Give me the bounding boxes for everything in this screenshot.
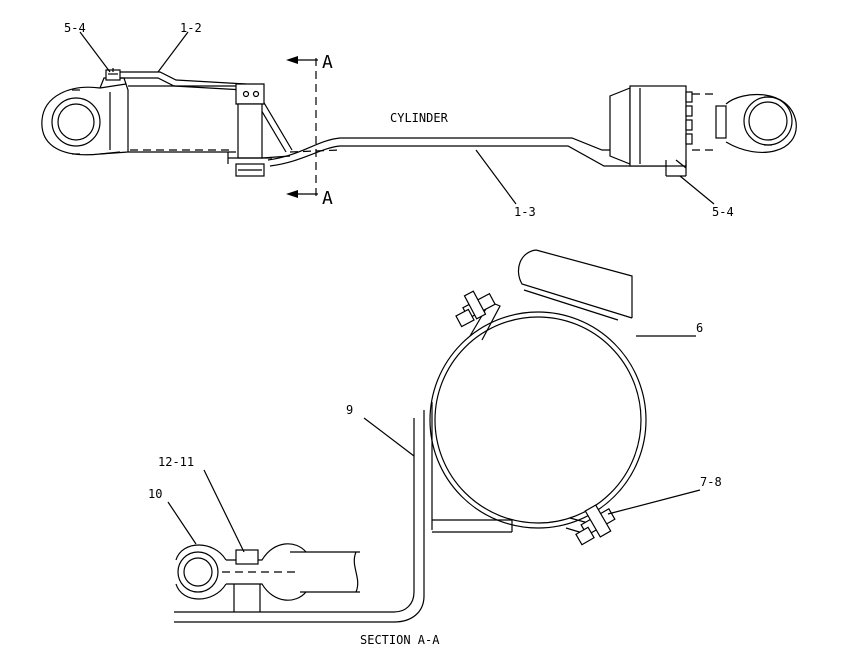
section-line-a-a <box>286 56 318 200</box>
left-cylinder-head <box>99 77 246 155</box>
cylinder-assembly-view: 5-4 1-2 A A CYLINDER 1-3 5-4 <box>41 21 797 219</box>
section-a-a-view: 6 9 12-11 10 7-8 SECTION A-A <box>148 249 722 647</box>
label-6: 6 <box>696 321 703 335</box>
label-5-4-top: 5-4 <box>64 21 86 35</box>
right-cylinder-head <box>609 85 716 177</box>
label-1-3: 1-3 <box>514 205 536 219</box>
tube-1-3 <box>267 137 666 167</box>
fitting-5-4-left <box>105 68 121 81</box>
label-10: 10 <box>148 487 162 501</box>
clamp-bracket-left <box>227 83 291 177</box>
label-9: 9 <box>346 403 353 417</box>
tube-1-2 <box>120 71 293 153</box>
clip-assembly-10 <box>175 543 360 612</box>
label-7-8: 7-8 <box>700 475 722 489</box>
bracket-9 <box>174 402 513 623</box>
leader-lines-top <box>79 31 715 205</box>
bolt-lower <box>575 504 616 546</box>
label-cylinder: CYLINDER <box>390 111 449 125</box>
clamp-ring-6 <box>429 301 647 535</box>
label-1-2: 1-2 <box>180 21 202 35</box>
leader-lines-section <box>167 335 701 553</box>
bolt-upper <box>455 290 496 328</box>
section-title: SECTION A-A <box>360 633 440 647</box>
section-marker-a-top: A <box>322 52 333 73</box>
left-rod-eye <box>41 83 127 156</box>
label-12-11: 12-11 <box>158 455 194 469</box>
right-rod-eye <box>715 94 797 153</box>
label-5-4-right: 5-4 <box>712 205 734 219</box>
section-marker-a-bottom: A <box>322 188 333 209</box>
cylinder-body-stub <box>517 249 633 321</box>
